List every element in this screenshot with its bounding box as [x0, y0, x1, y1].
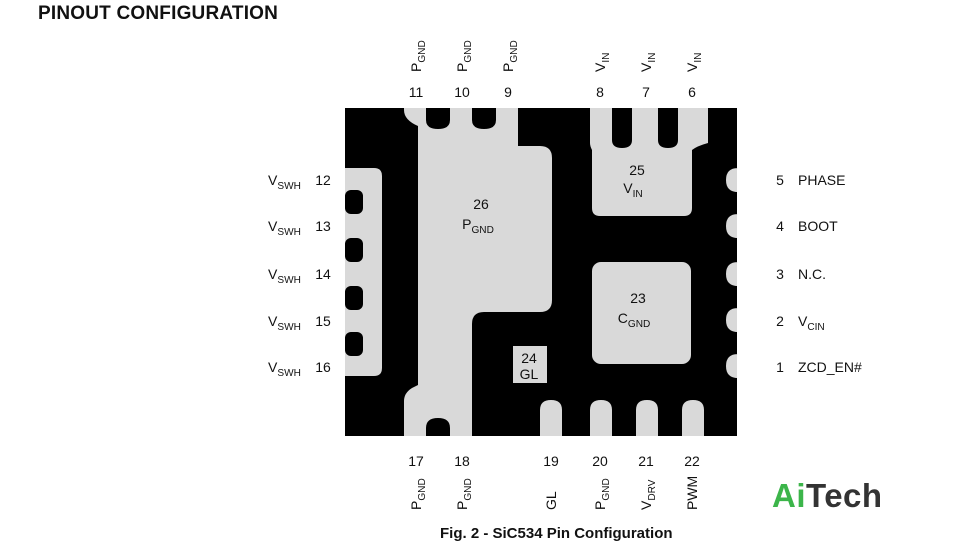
pin-name: VSWH	[268, 313, 301, 333]
pin-number: 5	[776, 172, 784, 188]
pin-name: VSWH	[268, 266, 301, 286]
pin-name: PGND	[500, 40, 520, 72]
pin-name: BOOT	[798, 218, 838, 234]
pin-number: 1	[776, 359, 784, 375]
vin-notch	[612, 108, 632, 148]
pad-number: 23	[630, 290, 646, 306]
pin-number: 8	[596, 84, 604, 100]
pin-number: 12	[315, 172, 331, 188]
pin-number: 14	[315, 266, 331, 282]
pad-23-cgnd	[592, 262, 691, 364]
pin-name: PGND	[454, 478, 474, 510]
pin-number: 3	[776, 266, 784, 282]
pin-number: 13	[315, 218, 331, 234]
pin-name: PWM	[684, 476, 700, 510]
pin-name: PGND	[408, 478, 428, 510]
right-pin-pads-cap	[737, 160, 747, 390]
pad-name: GL	[520, 366, 539, 382]
pin-number: 17	[408, 453, 424, 469]
aitech-logo: AiTech	[772, 477, 883, 514]
pin-name: VDRV	[638, 479, 658, 510]
pin-number: 15	[315, 313, 331, 329]
right-pin-pads-real	[726, 168, 738, 378]
pin-number: 20	[592, 453, 608, 469]
pin-name: VIN	[592, 53, 612, 72]
pin-name: N.C.	[798, 266, 826, 282]
pad-26-pgnd	[404, 108, 552, 436]
pin-number: 9	[504, 84, 512, 100]
pin-name: VSWH	[268, 172, 301, 192]
pad-number: 25	[629, 162, 645, 178]
pin-number: 4	[776, 218, 784, 234]
pin-name: VIN	[638, 53, 658, 72]
pin-name: GL	[543, 491, 559, 510]
pin-name: ZCD_EN#	[798, 359, 862, 375]
pin-number: 11	[409, 84, 424, 100]
pin-number: 6	[688, 84, 696, 100]
pin-name: VCIN	[798, 313, 825, 333]
pgnd-notch	[426, 108, 450, 129]
page-title: PINOUT CONFIGURATION	[38, 3, 279, 24]
pad-number: 26	[473, 196, 489, 212]
pin-name: PHASE	[798, 172, 845, 188]
pin-name: VSWH	[268, 359, 301, 379]
bottom-pin-pads	[540, 400, 704, 436]
pad-number: 24	[521, 350, 537, 366]
pin-number: 22	[684, 453, 700, 469]
pin-name: VIN	[684, 53, 704, 72]
pad-25-vin	[590, 108, 708, 216]
pad-24-gl	[513, 346, 547, 383]
pin-number: 18	[454, 453, 470, 469]
vin-notch	[658, 108, 678, 148]
figure-caption: Fig. 2 - SiC534 Pin Configuration	[440, 525, 673, 542]
pin-name: PGND	[592, 478, 612, 510]
pgnd-notch	[426, 418, 450, 436]
pgnd-notch	[472, 108, 496, 129]
pin-number: 2	[776, 313, 784, 329]
pad-vswh-strip	[345, 168, 382, 376]
pin-number: 7	[642, 84, 650, 100]
pin-number: 21	[638, 453, 654, 469]
pin-name: VSWH	[268, 218, 301, 238]
vswh-notches	[345, 190, 363, 356]
pin-name: PGND	[408, 40, 428, 72]
pin-number: 16	[315, 359, 331, 375]
pin-number: 10	[454, 84, 470, 100]
pin-number: 19	[543, 453, 559, 469]
pin-name: PGND	[454, 40, 474, 72]
